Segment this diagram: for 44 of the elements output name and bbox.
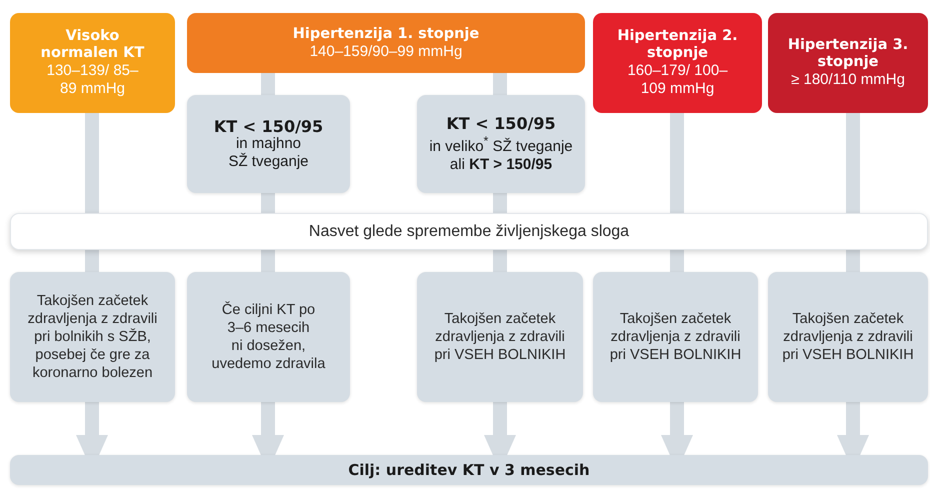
pressure-range: ≥ 180/110 mmHg — [791, 71, 905, 89]
connector-bar — [846, 113, 860, 213]
stage-title: Visoko normalen KT — [40, 28, 146, 62]
treatment-text: Takojšen začetek zdravljenja z zdravili pri bolnikih s SŽB, posebej če gre za koronarno bolezen — [26, 292, 158, 382]
advice-text: Nasvet glede spremembe življenjskega sloga — [308, 222, 630, 240]
treatment-text: Takojšen začetek zdravljenja z zdravili pri VSEH BOLNIKIH — [782, 310, 914, 364]
stage-header-box — [768, 13, 928, 113]
connector-bar — [493, 250, 507, 272]
connector-bar — [493, 193, 507, 213]
connector-bar — [261, 73, 275, 95]
condition-title: KT < 150/95 — [446, 114, 556, 132]
treatment-text: Takojšen začetek zdravljenja z zdravili pri VSEH BOLNIKIH — [434, 310, 566, 364]
stage-title: Hipertenzija 2. stopnje — [616, 28, 739, 62]
connector-bar — [261, 250, 275, 272]
goal-text: Cilj: ureditev KT v 3 mesecih — [348, 462, 590, 478]
treatment-box — [768, 272, 928, 402]
treatment-text: Takojšen začetek zdravljenja z zdravili pri VSEH BOLNIKIH — [610, 310, 742, 364]
pressure-range: 130–139/ 85–89 mmHg — [46, 62, 140, 98]
advice-band — [10, 213, 928, 250]
pressure-range: 160–179/ 100–109 mmHg — [626, 62, 729, 98]
connector-bar — [670, 113, 684, 213]
connector-bar — [261, 193, 275, 213]
treatment-box — [593, 272, 758, 402]
condition-title: KT < 150/95 — [214, 118, 324, 134]
treatment-box — [10, 272, 175, 402]
treatment-box — [417, 272, 583, 402]
goal-band — [10, 455, 928, 485]
pressure-range: 140–159/90–99 mmHg — [310, 42, 462, 60]
condition-text: in majhno SŽ tveganje — [227, 134, 310, 170]
condition-box — [187, 95, 350, 193]
stage-header-box — [593, 13, 762, 113]
connector-bar — [85, 250, 99, 272]
connector-bar — [85, 113, 99, 213]
connector-bar — [670, 250, 684, 272]
stage-title: Hipertenzija 1. stopnje — [292, 26, 480, 42]
stage-title: Hipertenzija 3. stopnje — [786, 37, 910, 71]
treatment-box — [187, 272, 350, 402]
condition-text: in veliko$^{*}$ SŽ tveganje ali KT > 150/95 — [428, 132, 574, 174]
connector-bar — [846, 250, 860, 272]
treatment-text: Če ciljni KT po 3–6 mesecih ni dosežen, uvedemo zdravila — [210, 301, 326, 373]
stage-header-box — [187, 13, 585, 73]
stage-header-box — [10, 13, 175, 113]
condition-box — [417, 95, 585, 193]
connector-bar — [493, 73, 507, 95]
